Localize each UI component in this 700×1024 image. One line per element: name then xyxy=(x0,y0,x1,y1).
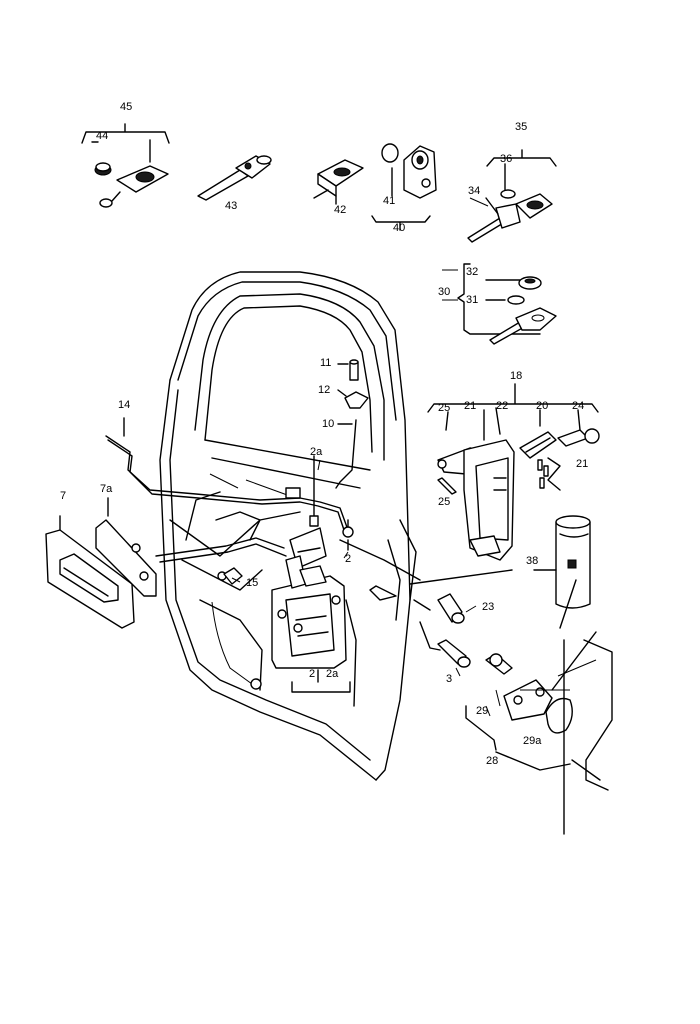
callout-31: 31 xyxy=(466,294,478,306)
callout-3: 3 xyxy=(446,673,452,685)
bolt-3 xyxy=(437,639,467,665)
callout-2a-top: 2a xyxy=(310,446,323,458)
cap-41 xyxy=(381,143,399,163)
callout-2-bottom: 2 xyxy=(309,668,315,680)
callout-40: 40 xyxy=(393,222,405,234)
callout-34: 34 xyxy=(468,185,480,197)
lock-rod-10 xyxy=(335,359,369,489)
guide-12 xyxy=(344,391,369,409)
pin-25 xyxy=(437,477,457,495)
callout-35: 35 xyxy=(515,121,527,133)
callout-30: 30 xyxy=(438,286,450,298)
plate-29a xyxy=(545,697,573,734)
callout-14: 14 xyxy=(118,399,130,411)
door-shell xyxy=(159,271,417,781)
callout-12: 12 xyxy=(318,384,330,396)
callout-15: 15 xyxy=(246,577,258,589)
key-set-45 xyxy=(81,123,170,208)
callout-29: 29 xyxy=(476,705,488,717)
key-head-42 xyxy=(313,159,364,205)
callout-2-right: 2 xyxy=(345,553,351,565)
lock-cables xyxy=(155,519,421,585)
callout-22: 22 xyxy=(496,400,508,412)
callout-11: 11 xyxy=(320,357,331,369)
callout-28: 28 xyxy=(486,755,498,767)
callout-7: 7 xyxy=(60,490,66,502)
callout-2a-bottom: 2a xyxy=(326,668,339,680)
callout-43: 43 xyxy=(225,200,237,212)
callout-38: 38 xyxy=(526,555,538,567)
b-pillar xyxy=(369,585,613,835)
callout-42: 42 xyxy=(334,204,346,216)
callout-20: 20 xyxy=(536,400,548,412)
spray-can-38 xyxy=(533,515,591,609)
callout-25-top: 25 xyxy=(438,402,450,414)
key-blade-43 xyxy=(197,155,272,201)
callout-18: 18 xyxy=(510,370,522,382)
callout-labels: 45 44 43 42 41 40 35 36 34 32 30 31 11 1… xyxy=(60,101,588,767)
key-set-35 xyxy=(467,149,557,243)
callout-36: 36 xyxy=(500,153,512,165)
knob-11 xyxy=(349,361,359,381)
leader-lines xyxy=(231,197,501,717)
callout-29a: 29a xyxy=(523,735,542,747)
callout-32: 32 xyxy=(466,266,478,278)
callout-23: 23 xyxy=(482,601,494,613)
door-lock-2 xyxy=(271,455,351,693)
callout-44: 44 xyxy=(96,130,108,142)
inner-handle-7 xyxy=(45,497,157,629)
lock-cylinder-40 xyxy=(371,143,437,231)
callout-7a: 7a xyxy=(100,483,113,495)
callout-21-right: 21 xyxy=(576,458,588,470)
callout-24: 24 xyxy=(572,400,584,412)
callout-21-top: 21 xyxy=(464,400,476,412)
clip-15 xyxy=(223,567,243,585)
remote-rod-14 xyxy=(105,417,349,531)
callout-41: 41 xyxy=(383,195,395,207)
callout-45: 45 xyxy=(120,101,132,113)
outer-handle-18 xyxy=(427,383,600,561)
callout-10: 10 xyxy=(322,418,334,430)
callout-25-bottom: 25 xyxy=(438,496,450,508)
bracket-45 xyxy=(81,123,170,144)
key-set-30 xyxy=(457,263,557,345)
